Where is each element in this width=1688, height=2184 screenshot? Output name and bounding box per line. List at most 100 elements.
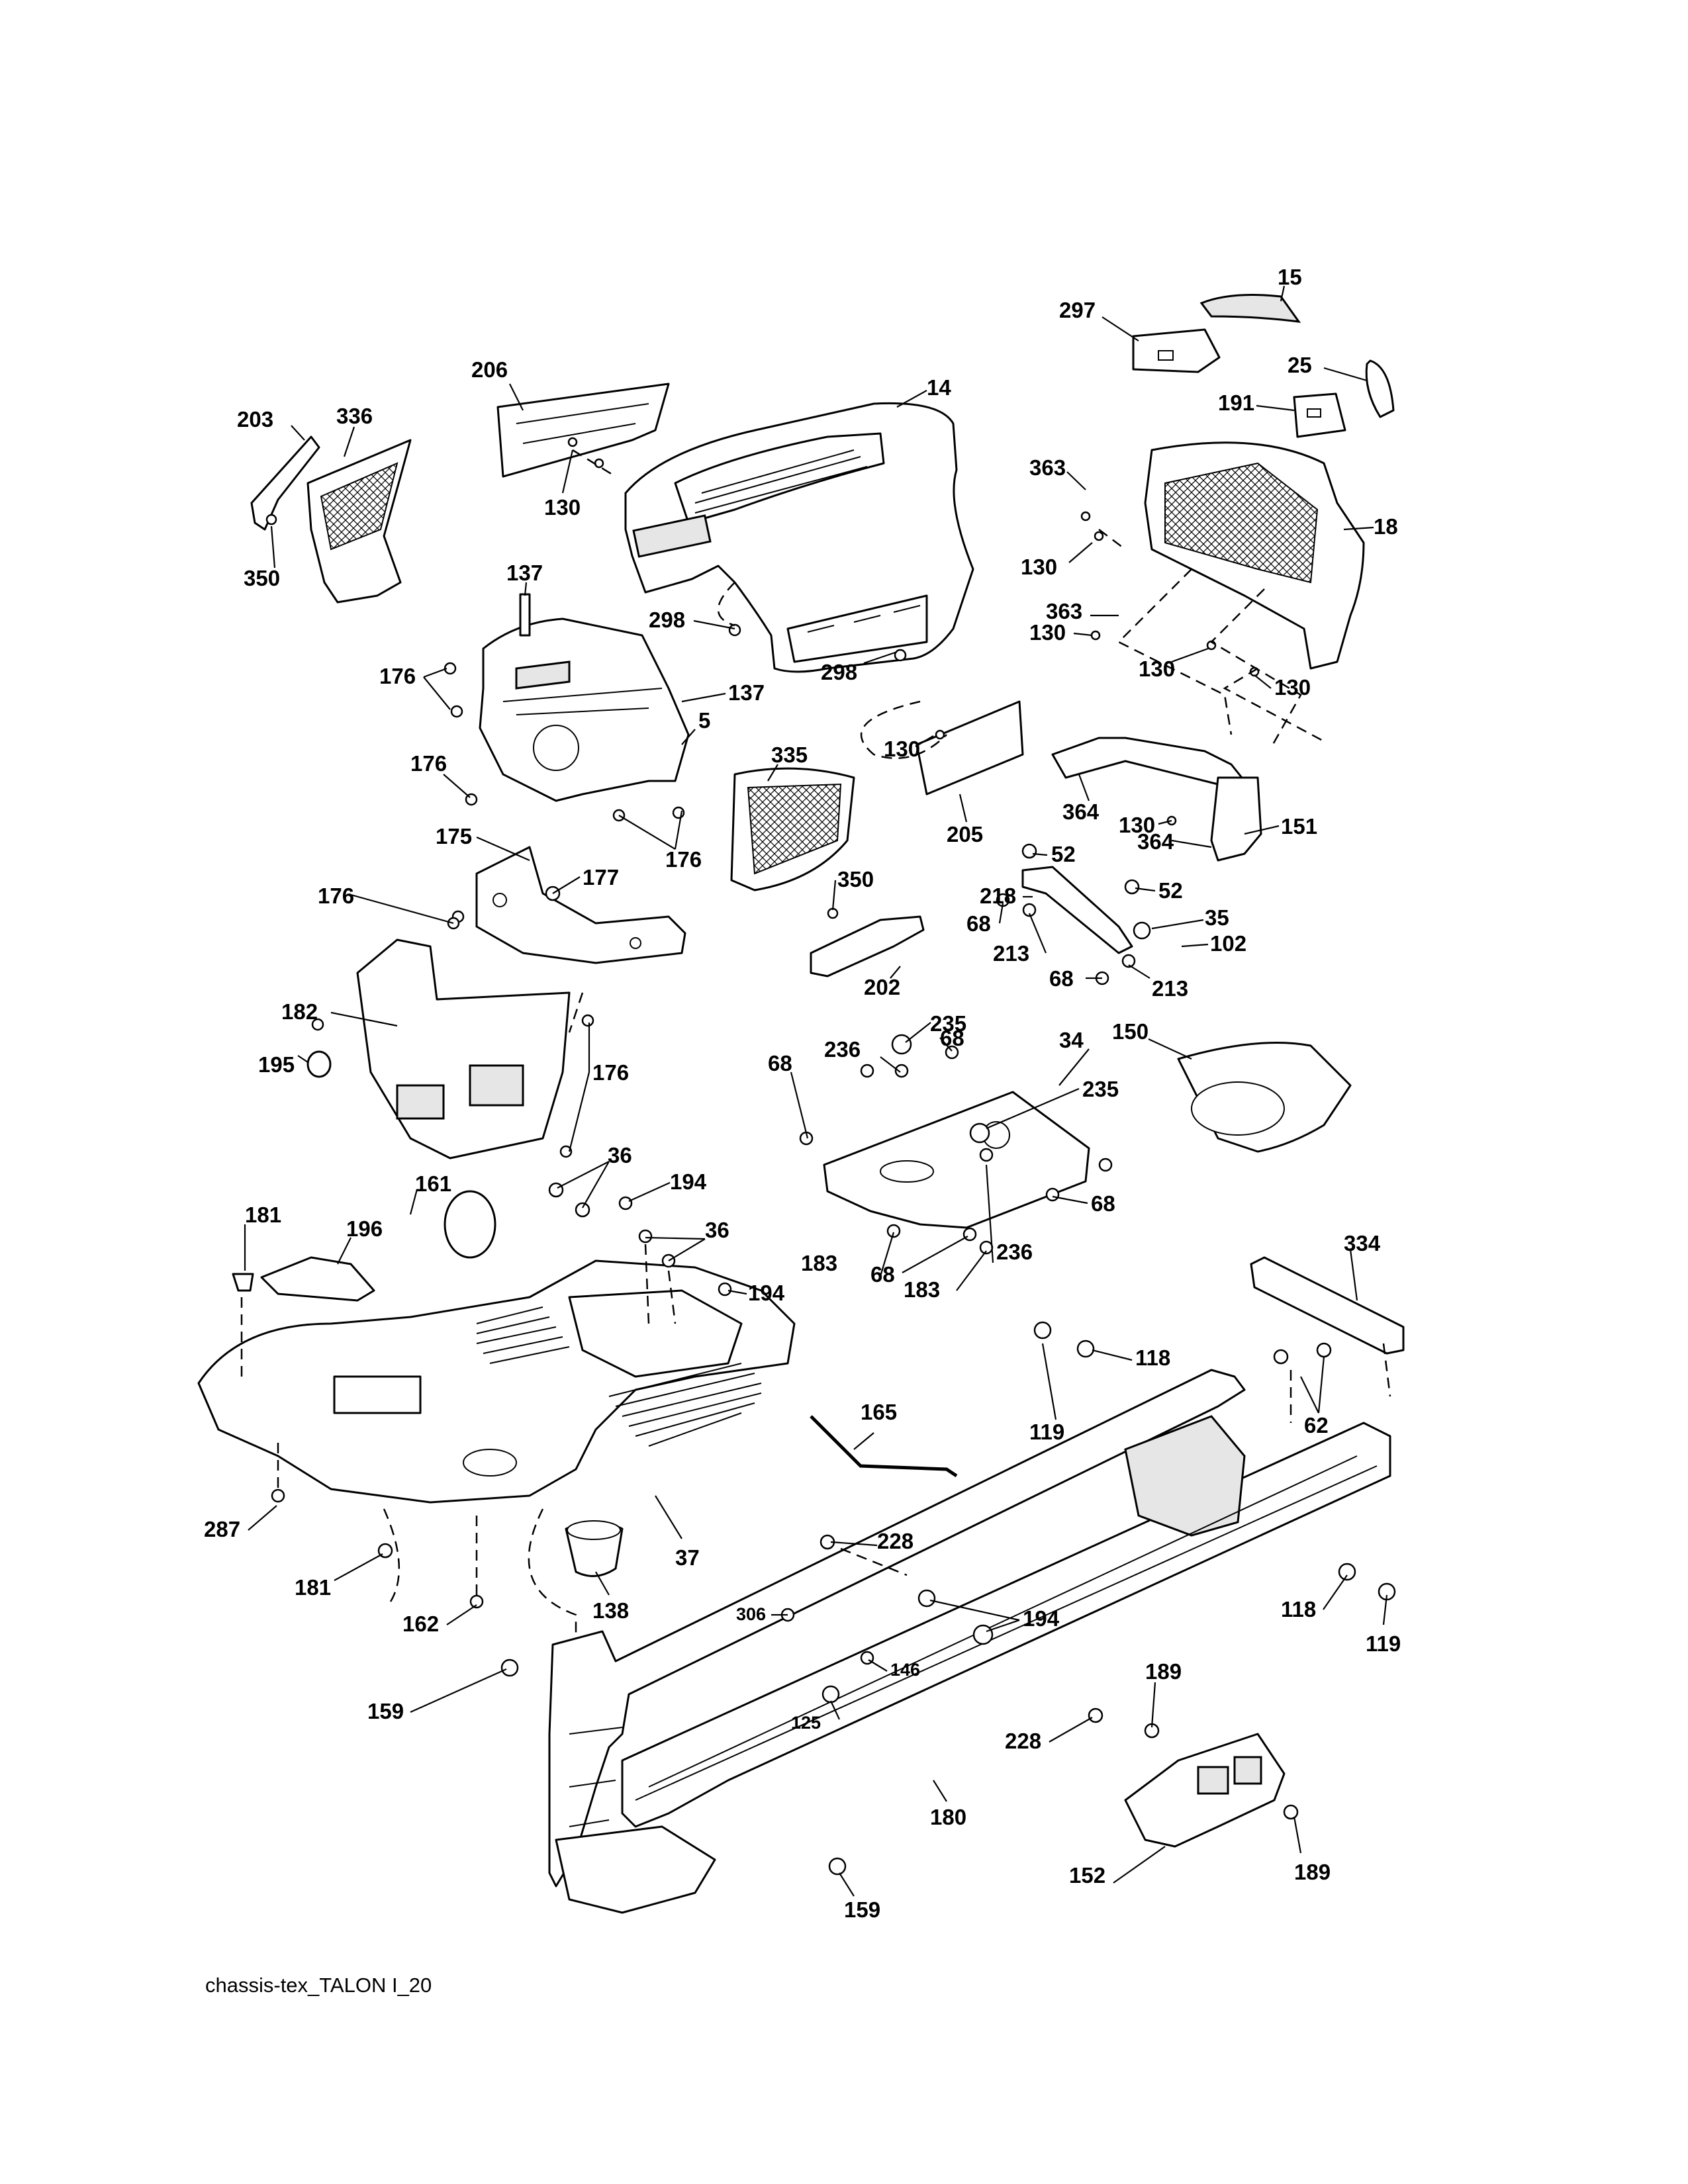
callout-287: 287 (204, 1517, 240, 1541)
callout-363-b: 363 (1046, 599, 1082, 623)
callout-165: 165 (861, 1400, 897, 1424)
callout-68-f: 68 (870, 1262, 895, 1287)
part-196-bracket (260, 1256, 375, 1302)
callout-364-b: 364 (1137, 829, 1174, 854)
callout-68-b: 68 (1049, 966, 1074, 991)
callout-68-a: 68 (966, 911, 991, 936)
callout-350: 350 (244, 566, 280, 590)
callout-228-b: 228 (1005, 1729, 1041, 1753)
parts-layer (197, 294, 1405, 1914)
callout-162: 162 (402, 1612, 439, 1636)
callout-298-b: 298 (821, 660, 857, 684)
callout-175: 175 (436, 824, 472, 848)
callout-130-a: 130 (544, 495, 581, 520)
callout-34: 34 (1059, 1028, 1084, 1052)
callout-130-c: 130 (1029, 620, 1066, 645)
callout-14: 14 (927, 375, 951, 400)
part-202-trim (810, 915, 925, 978)
callout-205: 205 (947, 822, 983, 846)
callout-202: 202 (864, 975, 900, 999)
callout-52-a: 52 (1051, 842, 1076, 866)
callout-213-a: 213 (993, 941, 1029, 966)
figure-id-label: chassis-tex_TALON I_20 (205, 1974, 432, 1997)
callout-176-b: 176 (410, 751, 447, 776)
part-218-bracket (1021, 866, 1133, 954)
callout-36-b: 36 (705, 1218, 729, 1242)
callout-298-a: 298 (649, 608, 685, 632)
callout-68-e: 68 (1091, 1191, 1115, 1216)
callout-297: 297 (1059, 298, 1096, 322)
callout-68-c: 68 (940, 1026, 964, 1050)
part-137-dash-housing (479, 617, 690, 802)
part-180-frame-rail (548, 1369, 1246, 1888)
callout-52-b: 52 (1158, 878, 1183, 903)
part-175-plate (475, 846, 686, 964)
callout-306: 306 (736, 1604, 766, 1624)
callout-150: 150 (1112, 1019, 1149, 1044)
callout-68-d: 68 (768, 1051, 792, 1075)
callout-180: 180 (930, 1805, 966, 1829)
callout-62: 62 (1304, 1413, 1329, 1437)
part-37-seat-pan (568, 1289, 743, 1378)
callout-161: 161 (415, 1171, 451, 1196)
callout-213-b: 213 (1152, 976, 1188, 1001)
callout-118-a: 118 (1135, 1345, 1170, 1370)
callout-195: 195 (258, 1052, 295, 1077)
callout-176-a: 176 (379, 664, 416, 688)
part-297-bracket (1132, 328, 1221, 373)
callout-189-b: 189 (1294, 1860, 1331, 1884)
callout-159-b: 159 (844, 1897, 880, 1922)
callout-228-a: 228 (877, 1529, 914, 1553)
callout-194-a: 194 (670, 1169, 707, 1194)
leader-lines (244, 285, 1388, 1897)
callout-36-a: 36 (608, 1143, 632, 1167)
callout-191: 191 (1218, 390, 1254, 415)
callout-146: 146 (890, 1660, 920, 1680)
callout-152: 152 (1069, 1863, 1105, 1888)
callout-364-a: 364 (1062, 799, 1100, 824)
callout-137-a: 137 (506, 561, 543, 585)
part-165-rod (810, 1415, 958, 1478)
callout-196: 196 (346, 1216, 383, 1241)
callout-181-a: 181 (245, 1203, 281, 1227)
callout-35: 35 (1205, 905, 1229, 930)
part-25-lens (1365, 359, 1395, 418)
callout-15: 15 (1278, 265, 1302, 289)
part-161-knob (444, 1190, 496, 1259)
callout-206: 206 (471, 357, 508, 382)
part-206-dash-panel (496, 383, 670, 478)
callout-236-b: 236 (996, 1240, 1033, 1264)
callout-119-a: 119 (1029, 1420, 1064, 1444)
callout-181-b: 181 (295, 1575, 331, 1600)
callout-labels: 15 297 25 191 206 14 203 336 350 130 363… (204, 265, 1401, 1922)
callout-183-b: 183 (904, 1277, 940, 1302)
callout-125: 125 (791, 1713, 821, 1733)
callout-176-d: 176 (318, 884, 354, 908)
callout-235-a: 235 (930, 1011, 966, 1036)
part-151-bracket (1210, 776, 1262, 862)
callout-25: 25 (1288, 353, 1312, 377)
part-37-vent-slots (476, 1306, 762, 1447)
callout-176-c: 176 (665, 847, 702, 872)
callout-5: 5 (698, 708, 710, 733)
callout-194-c: 194 (1023, 1606, 1060, 1631)
part-205-cover (915, 700, 1024, 796)
callout-183-a: 183 (801, 1251, 837, 1275)
callout-119-b: 119 (1366, 1631, 1401, 1656)
callout-151: 151 (1281, 814, 1317, 839)
callout-177: 177 (583, 865, 619, 889)
part-195-plug (306, 1050, 332, 1078)
callout-194-b: 194 (748, 1281, 785, 1305)
fasteners (265, 437, 1396, 1876)
callout-130-g: 130 (1119, 813, 1155, 837)
callout-18: 18 (1374, 514, 1398, 539)
callout-176-e: 176 (592, 1060, 629, 1085)
callout-102: 102 (1210, 931, 1246, 956)
part-334-bracket (1250, 1256, 1405, 1355)
callout-182: 182 (281, 999, 318, 1024)
assembly-lines (240, 449, 1391, 1635)
part-15-emblem (1199, 294, 1301, 323)
callout-37: 37 (675, 1545, 700, 1570)
callout-334: 334 (1344, 1231, 1381, 1255)
